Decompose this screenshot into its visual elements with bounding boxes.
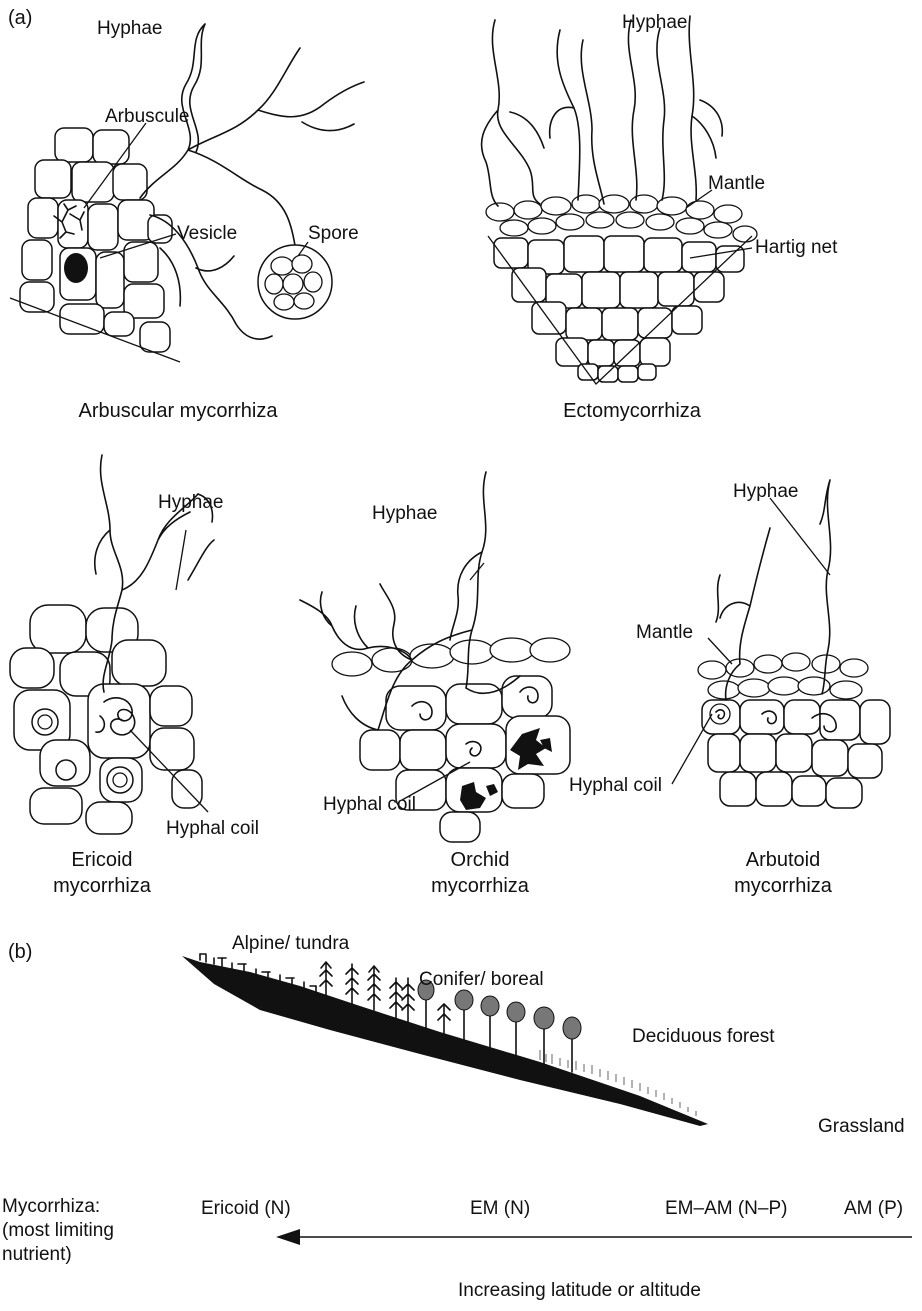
orchid-hyphae-label: Hyphae — [372, 503, 438, 524]
orchid-coil-label: Hyphal coil — [323, 794, 416, 815]
arbuscule-label: Arbuscule — [105, 106, 190, 127]
arbutoid-caption-1: Arbutoid — [746, 849, 821, 871]
type-em-am-label: EM–AM (N–P) — [665, 1198, 787, 1219]
type-em-label: EM (N) — [470, 1198, 530, 1219]
arrow-label: Increasing latitude or altitude — [458, 1280, 701, 1301]
ericoid-coil-label: Hyphal coil — [166, 818, 259, 839]
ecto-hyphae-label: Hyphae — [622, 12, 688, 33]
zone-alpine-label: Alpine/ tundra — [232, 933, 350, 954]
ecto-hyphae — [482, 16, 723, 206]
arrowhead-left-icon — [276, 1229, 300, 1245]
arbutoid-root-cells — [698, 653, 890, 808]
hartig-net-label: Hartig net — [755, 237, 838, 258]
spore-label: Spore — [308, 223, 359, 244]
arbuscular-caption: Arbuscular mycorrhiza — [79, 400, 279, 422]
ectomycorrhiza-drawing — [482, 16, 757, 384]
spore — [258, 245, 332, 319]
ericoid-hyphae-label: Hyphae — [158, 492, 224, 513]
vesicle-label: Vesicle — [177, 223, 237, 244]
mycorrhiza-legend-line-3: nutrient) — [2, 1244, 72, 1265]
arbuscular-root-cells — [10, 128, 180, 362]
type-ericoid-label: Ericoid (N) — [201, 1198, 291, 1219]
panel-a-label: (a) — [8, 7, 32, 29]
orchid-caption-1: Orchid — [451, 849, 510, 871]
vesicle — [64, 253, 88, 283]
zone-conifer-label: Conifer/ boreal — [419, 969, 544, 990]
ecto-mantle-label: Mantle — [708, 173, 765, 194]
ecto-root-cells — [486, 195, 757, 384]
type-am-label: AM (P) — [844, 1198, 903, 1219]
arbutoid-mantle-label: Mantle — [636, 622, 693, 643]
latitude-arrow — [276, 1229, 912, 1245]
arbuscular-mycorrhiza-drawing — [10, 24, 364, 362]
ericoid-root-cells — [10, 605, 202, 834]
arbutoid-coil-label: Hyphal coil — [569, 775, 662, 796]
mycorrhiza-legend-line-2: (most limiting — [2, 1220, 114, 1241]
orchid-caption-2: mycorrhiza — [431, 875, 530, 897]
zone-grassland-label: Grassland — [818, 1116, 905, 1137]
zone-deciduous-label: Deciduous forest — [632, 1026, 775, 1047]
mycorrhiza-legend-line-1: Mycorrhiza: — [2, 1196, 100, 1217]
orchid-mycorrhiza-drawing — [300, 472, 570, 842]
ericoid-caption-1: Ericoid — [71, 849, 132, 871]
ericoid-caption-2: mycorrhiza — [53, 875, 152, 897]
arbutoid-caption-2: mycorrhiza — [734, 875, 833, 897]
arbutoid-mycorrhiza-drawing — [672, 480, 890, 808]
ecto-caption: Ectomycorrhiza — [563, 400, 702, 422]
arbuscular-hyphae-label: Hyphae — [97, 18, 163, 39]
arbutoid-hyphae-label: Hyphae — [733, 481, 799, 502]
panel-b-label: (b) — [8, 941, 32, 963]
